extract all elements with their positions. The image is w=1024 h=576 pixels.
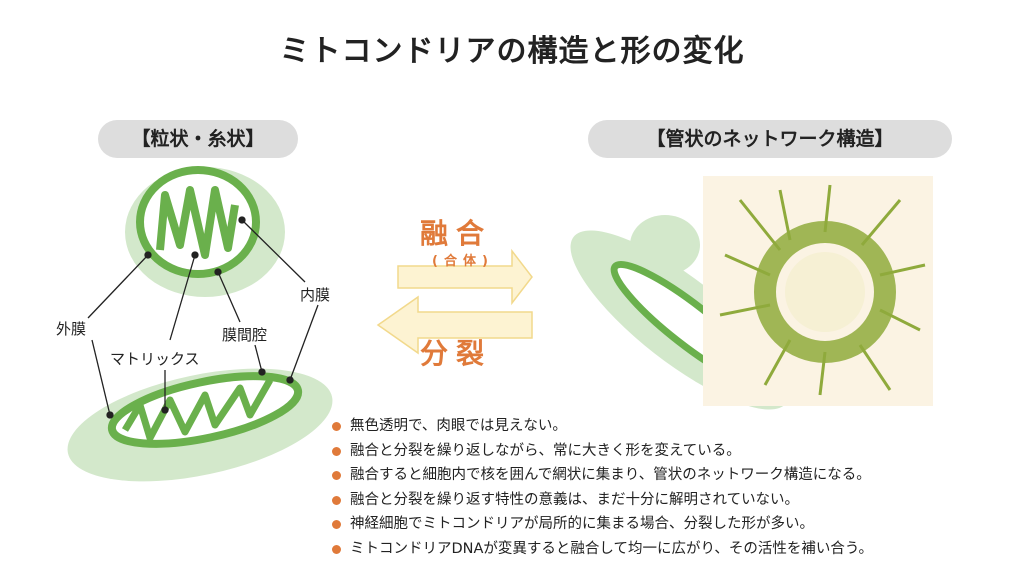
label-inner-membrane: 内膜 [300, 286, 331, 304]
fission-label: 分裂 [420, 337, 493, 370]
fusion-sub-label: (合体) [432, 254, 494, 269]
label-matrix: マトリックス [110, 350, 200, 368]
label-lines [87, 216, 319, 419]
list-item: 融合と分裂を繰り返す特性の意義は、まだ十分に解明されていない。 [330, 488, 873, 513]
bullet-list: 無色透明で、肉眼では見えない。 融合と分裂を繰り返しながら、常に大きく形を変えて… [330, 414, 873, 561]
list-item: 融合すると細胞内で核を囲んで網状に集まり、管状のネットワーク構造になる。 [330, 463, 873, 488]
label-intermembrane-space: 膜間腔 [222, 326, 268, 344]
fusion-label: 融合 [420, 217, 493, 250]
list-item: 無色透明で、肉眼では見えない。 [330, 414, 873, 439]
list-item: 融合と分裂を繰り返しながら、常に大きく形を変えている。 [330, 439, 873, 464]
fusion-arrow [397, 248, 533, 306]
left-heading: 【粒状・糸状】 [98, 120, 298, 158]
list-item: ミトコンドリアDNAが変異すると融合して均一に広がり、その活性を補い合う。 [330, 537, 873, 562]
page-title: ミトコンドリアの構造と形の変化 [279, 34, 745, 69]
filamentous-mitochondrion [67, 368, 333, 482]
label-outer-membrane: 外膜 [56, 320, 87, 338]
granular-mitochondrion [125, 166, 285, 297]
fission-arrow [376, 295, 533, 355]
right-heading: 【管状のネットワーク構造】 [588, 120, 952, 158]
cell-network-image [703, 176, 933, 406]
list-item: 神経細胞でミトコンドリアが局所的に集まる場合、分裂した形が多い。 [330, 512, 873, 537]
